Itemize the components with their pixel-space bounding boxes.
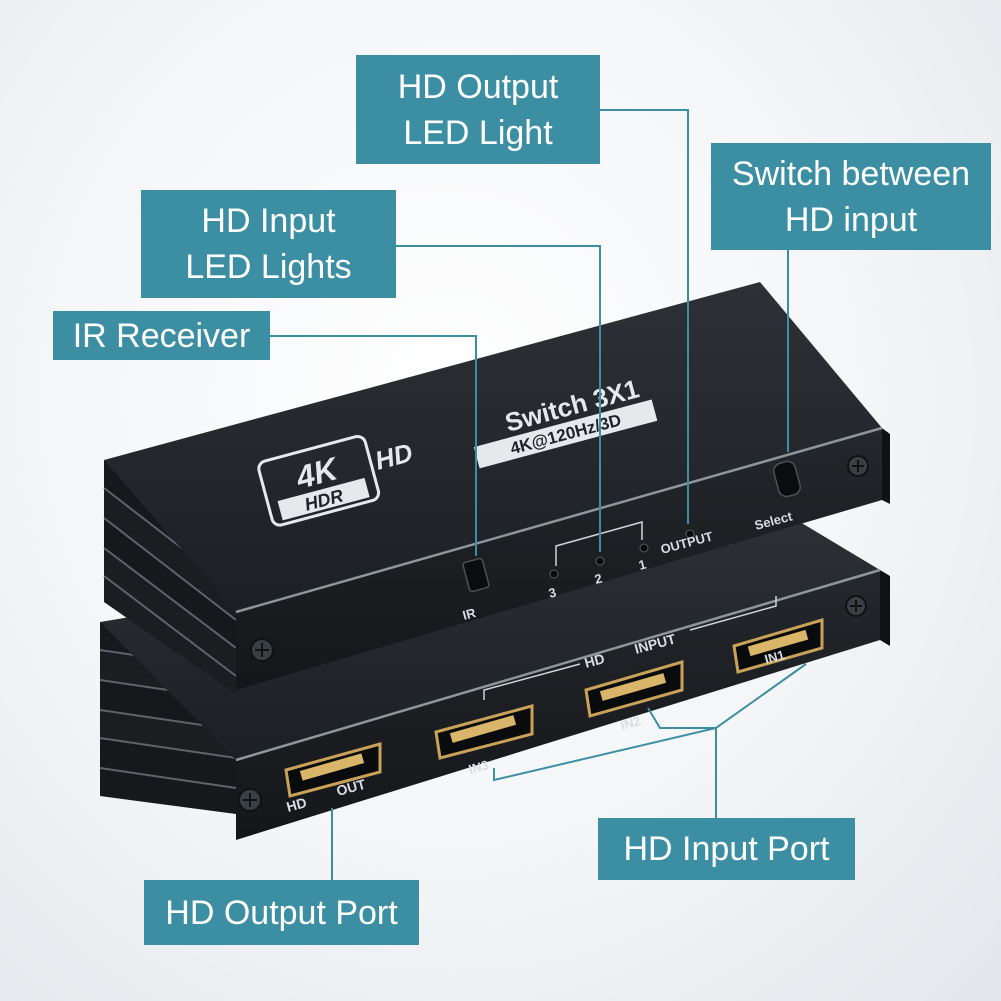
callout-hd-input-leds: HD Input LED Lights <box>141 190 396 298</box>
port-label-in2: IN2 <box>619 713 642 733</box>
leader-hd-input-leds <box>396 245 601 552</box>
callout-hd-input-leds-line2: LED Lights <box>185 248 352 286</box>
ir-label: IR <box>461 605 478 623</box>
leader-in2-fan <box>647 707 716 729</box>
callout-hd-input-port: HD Input Port <box>598 818 855 880</box>
callout-switch-input-line2: HD input <box>784 200 918 239</box>
screw-icon <box>238 788 262 812</box>
callout-hd-output-port-text: HD Output Port <box>165 893 398 932</box>
out-hd-label: HD <box>285 794 309 815</box>
led-1-indicator <box>639 543 649 553</box>
input-hd-label: HD <box>583 650 607 671</box>
led-2-indicator <box>595 556 605 566</box>
callout-switch-input: Switch between HD input <box>711 143 991 250</box>
callout-hd-output-led-line1: HD Output <box>397 67 559 106</box>
hdmi-in2-port[interactable] <box>584 660 684 718</box>
screw-icon <box>847 455 869 477</box>
screw-icon <box>845 595 867 617</box>
callout-ir-receiver: IR Receiver <box>53 311 270 360</box>
hdmi-in1-port[interactable] <box>732 617 824 674</box>
led-label-3: 3 <box>547 585 558 601</box>
port-label-in3: IN3 <box>467 757 490 777</box>
hdmi-in3-port[interactable] <box>434 704 534 760</box>
callout-hd-output-led: HD Output LED Light <box>356 55 600 164</box>
ir-receiver-window <box>462 557 490 593</box>
led-label-1: 1 <box>637 557 648 573</box>
led-output-indicator <box>685 529 695 539</box>
leader-ir-receiver <box>270 335 477 556</box>
out-label: OUT <box>335 776 368 799</box>
led-label-2: 2 <box>593 571 604 587</box>
bottom-top-face <box>100 510 880 760</box>
leader-lines <box>270 109 807 880</box>
screw-icon <box>250 638 274 662</box>
select-button[interactable] <box>772 460 802 499</box>
bottom-front-face <box>236 570 880 840</box>
callout-hd-output-led-line2: LED Light <box>403 113 553 152</box>
callout-ir-receiver-text: IR Receiver <box>72 316 251 355</box>
led-3-indicator <box>549 569 559 579</box>
hdmi-out-port[interactable] <box>284 742 382 798</box>
top-front-face <box>236 428 882 690</box>
callout-switch-input-line1: Switch between <box>731 154 971 193</box>
bottom-switch-unit: HD OUT HD INPUT IN3 IN2 IN1 <box>99 510 890 840</box>
callout-hd-input-port-text: HD Input Port <box>623 830 830 868</box>
callout-hd-input-leds-line1: HD Input <box>201 202 336 240</box>
leader-in-fan <box>493 663 807 782</box>
callout-hd-output-port: HD Output Port <box>144 880 419 945</box>
port-label-in1: IN1 <box>763 647 786 667</box>
leader-hd-output-led <box>600 109 689 524</box>
